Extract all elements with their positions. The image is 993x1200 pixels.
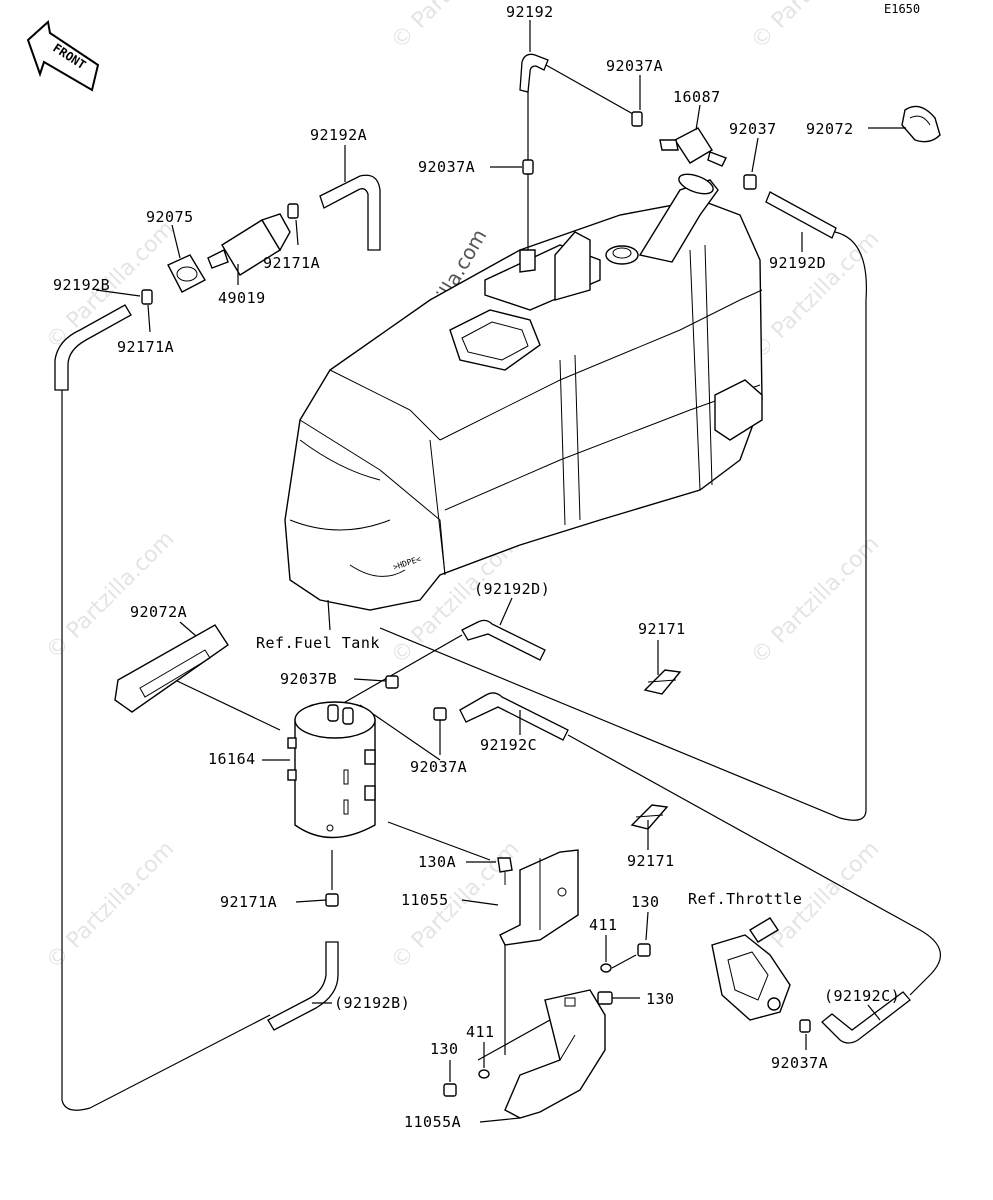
- hose-92192: [519, 53, 549, 93]
- label-16087: 16087: [673, 88, 721, 106]
- label-92037A-bottom: 92037A: [771, 1054, 828, 1072]
- watermark-2: © Partzilla.com: [747, 0, 885, 54]
- label-130A: 130A: [418, 853, 456, 871]
- label-92037: 92037: [729, 120, 777, 138]
- label-92192D: 92192D: [769, 254, 826, 272]
- label-11055A: 11055A: [404, 1113, 461, 1131]
- hose-92192D-upper: [765, 191, 837, 239]
- diagram-code: E1650: [884, 2, 920, 16]
- bolt-130-c: [443, 1083, 457, 1097]
- washer-411-b: [478, 1069, 490, 1079]
- label-92192C-ref: (92192C): [824, 987, 900, 1005]
- canister-16164: [287, 701, 376, 839]
- watermark-1: © Partzilla.com: [387, 0, 525, 54]
- label-92171-b: 92171: [627, 852, 675, 870]
- clip-92171-a: [643, 669, 682, 695]
- hose-92192C-lower: [459, 692, 569, 741]
- hose-routes: [61, 64, 941, 1111]
- label-92192D-ref: (92192D): [474, 580, 550, 598]
- clip-92037A-low: [433, 707, 447, 721]
- bolt-130A: [497, 857, 513, 885]
- hose-92192D-lower: [461, 619, 546, 661]
- bolt-130-a: [637, 943, 651, 957]
- label-92171-a: 92171: [638, 620, 686, 638]
- label-16164: 16164: [208, 750, 256, 768]
- clamp-92037: [743, 174, 757, 190]
- filter-49019: [207, 213, 291, 276]
- clamp-92171A-low: [325, 850, 339, 907]
- leader-lines: [95, 20, 906, 1123]
- fuel-tank: >HDPE<: [284, 173, 763, 611]
- band-92072: [901, 105, 941, 143]
- valve-16087: [659, 127, 727, 167]
- label-11055: 11055: [401, 891, 449, 909]
- clamp-92171A-top: [287, 203, 299, 219]
- label-92037B: 92037B: [280, 670, 337, 688]
- label-130-c: 130: [430, 1040, 459, 1058]
- label-92037A-mid: 92037A: [418, 158, 475, 176]
- hose-92192C-throttle: [821, 991, 911, 1044]
- label-92171A-left: 92171A: [117, 338, 174, 356]
- hose-92192B-lower: [267, 941, 339, 1031]
- label-92192B: 92192B: [53, 276, 110, 294]
- strap-92072A: [114, 624, 229, 713]
- label-92192B-ref: (92192B): [334, 994, 410, 1012]
- bolt-130-b: [597, 991, 613, 1005]
- bracket-92075: [167, 254, 206, 293]
- bracket-11055: [499, 849, 579, 946]
- label-92072A: 92072A: [130, 603, 187, 621]
- watermark-7: © Partzilla.com: [747, 532, 885, 670]
- label-92072: 92072: [806, 120, 854, 138]
- bracket-11055A: [504, 989, 606, 1119]
- clamp-92037A-mid: [522, 159, 534, 175]
- label-130-b: 130: [646, 990, 675, 1008]
- label-92037A-low: 92037A: [410, 758, 467, 776]
- label-ref-fuel-tank: Ref.Fuel Tank: [256, 634, 380, 652]
- front-arrow-icon: FRONT: [26, 20, 100, 92]
- clip-92037B: [385, 675, 399, 689]
- watermark-4: © Partzilla.com: [747, 227, 885, 365]
- clamp-92171A-left: [141, 289, 153, 305]
- clip-92171-b: [630, 804, 669, 830]
- label-92192C: 92192C: [480, 736, 537, 754]
- label-92037A-top: 92037A: [606, 57, 663, 75]
- label-92171A-low: 92171A: [220, 893, 277, 911]
- label-92075: 92075: [146, 208, 194, 226]
- clamp-92037A-bottom: [799, 1019, 811, 1033]
- label-92192A: 92192A: [310, 126, 367, 144]
- label-92171A-top: 92171A: [263, 254, 320, 272]
- hose-92192A: [319, 174, 381, 251]
- hose-92192B-upper: [54, 304, 132, 391]
- label-92192: 92192: [506, 3, 554, 21]
- throttle-body: [711, 917, 791, 1021]
- label-49019: 49019: [218, 289, 266, 307]
- label-ref-throttle: Ref.Throttle: [688, 890, 802, 908]
- part-labels: 92192 92037A 16087 92037 92072 92192A 92…: [53, 3, 900, 1131]
- label-130-a: 130: [631, 893, 660, 911]
- label-411-b: 411: [466, 1023, 495, 1041]
- washer-411-a: [600, 963, 612, 973]
- clamp-92037A-top: [631, 111, 643, 127]
- label-411-a: 411: [589, 916, 618, 934]
